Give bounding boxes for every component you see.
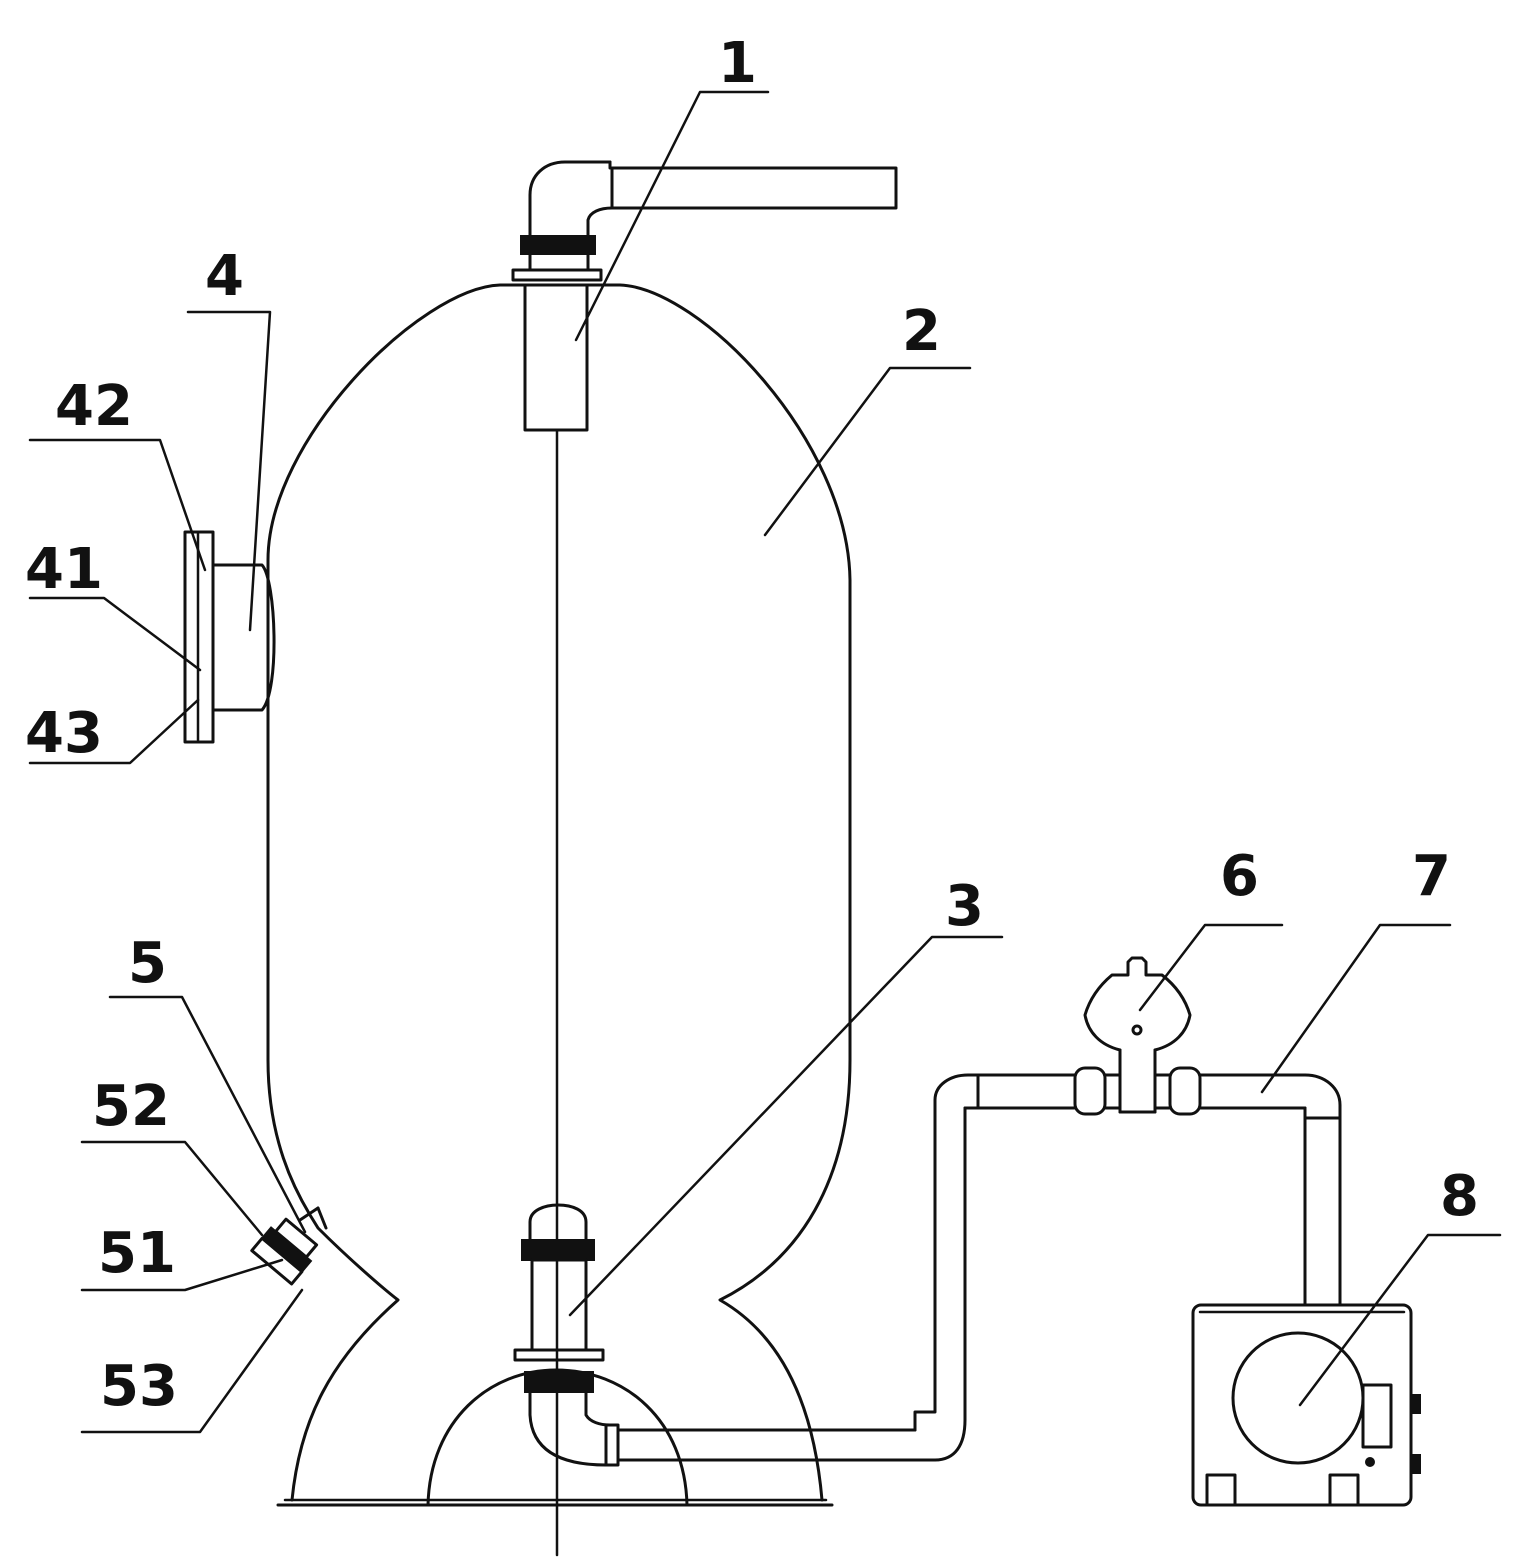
label-51: 51 — [98, 1221, 176, 1286]
label-5: 5 — [128, 931, 167, 996]
leader-lines — [28, 90, 1502, 1434]
bottom-outlet-pipe — [513, 1203, 937, 1467]
labels: 1 2 3 4 42 41 43 5 52 51 53 6 7 8 — [25, 31, 1479, 1419]
label-3: 3 — [945, 874, 984, 939]
label-1: 1 — [718, 31, 757, 96]
label-2: 2 — [902, 299, 941, 364]
valve — [1083, 956, 1192, 1114]
side-flange-assembly — [183, 530, 276, 744]
label-53: 53 — [100, 1354, 178, 1419]
label-41: 41 — [25, 537, 103, 602]
top-inlet-pipe — [511, 160, 898, 432]
leader-line-51 — [80, 1258, 284, 1292]
leader-line-5 — [108, 995, 307, 1234]
label-6: 6 — [1220, 844, 1259, 909]
leader-line-6 — [1138, 923, 1284, 1012]
leader-line-42 — [28, 438, 207, 572]
label-8: 8 — [1440, 1164, 1479, 1229]
label-42: 42 — [55, 374, 133, 439]
leader-line-8 — [1298, 1233, 1502, 1407]
connecting-pipe — [913, 1066, 1342, 1462]
label-52: 52 — [92, 1074, 170, 1139]
leader-line-41 — [28, 596, 202, 672]
leader-line-43 — [28, 698, 200, 765]
leader-line-1 — [574, 90, 770, 342]
label-4: 4 — [205, 244, 244, 309]
pump-unit — [1191, 1303, 1421, 1507]
lower-nozzle-assembly — [250, 1206, 328, 1286]
leader-line-7 — [1260, 923, 1452, 1094]
leader-line-52 — [80, 1140, 264, 1237]
leader-line-2 — [763, 366, 972, 537]
leader-line-53 — [80, 1288, 304, 1434]
tank-body — [266, 283, 852, 1507]
label-43: 43 — [25, 701, 103, 766]
label-7: 7 — [1412, 844, 1451, 909]
leader-line-4 — [186, 310, 272, 632]
leader-line-3 — [568, 935, 1004, 1317]
